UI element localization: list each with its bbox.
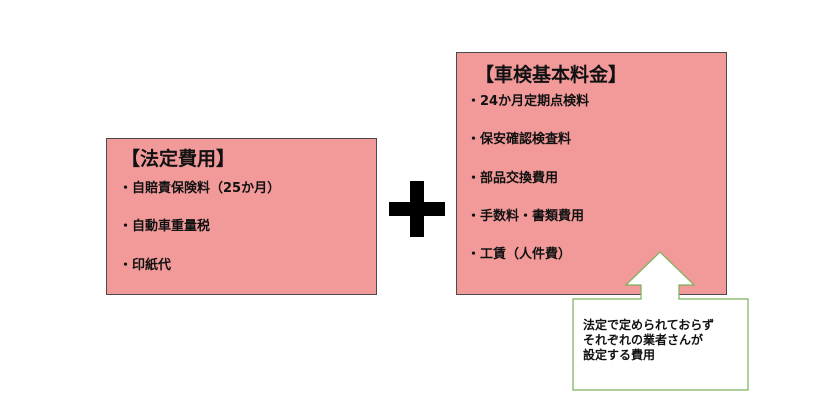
basic-fee-item: ・部品交換費用 bbox=[467, 171, 559, 186]
inspection-basic-fees-box: 【車検基本料金】 ・24か月定期点検料 ・保安確認検査料 ・部品交換費用 ・手数… bbox=[456, 52, 727, 295]
basic-fee-item: ・工賃（人件費） bbox=[467, 247, 572, 262]
legal-fees-box: 【法定費用】 ・自賠責保険料（25か月） ・自動車重量税 ・印紙代 bbox=[106, 138, 377, 295]
up-arrow-callout bbox=[572, 251, 749, 391]
legal-fee-item: ・自賠責保険料（25か月） bbox=[119, 181, 281, 196]
basic-fee-item: ・保安確認検査料 bbox=[467, 132, 572, 147]
callout-text: 法定で定められておらず それぞれの業者さんが 設定する費用 bbox=[583, 318, 715, 362]
legal-fee-item: ・印紙代 bbox=[119, 258, 172, 273]
legal-fee-item: ・自動車重量税 bbox=[119, 219, 211, 234]
basic-fee-item: ・24か月定期点検料 bbox=[467, 94, 590, 109]
plus-icon bbox=[389, 181, 445, 237]
inspection-basic-fees-title: 【車検基本料金】 bbox=[475, 64, 628, 86]
legal-fees-title: 【法定費用】 bbox=[121, 148, 236, 170]
basic-fee-item: ・手数料・書類費用 bbox=[467, 209, 585, 224]
